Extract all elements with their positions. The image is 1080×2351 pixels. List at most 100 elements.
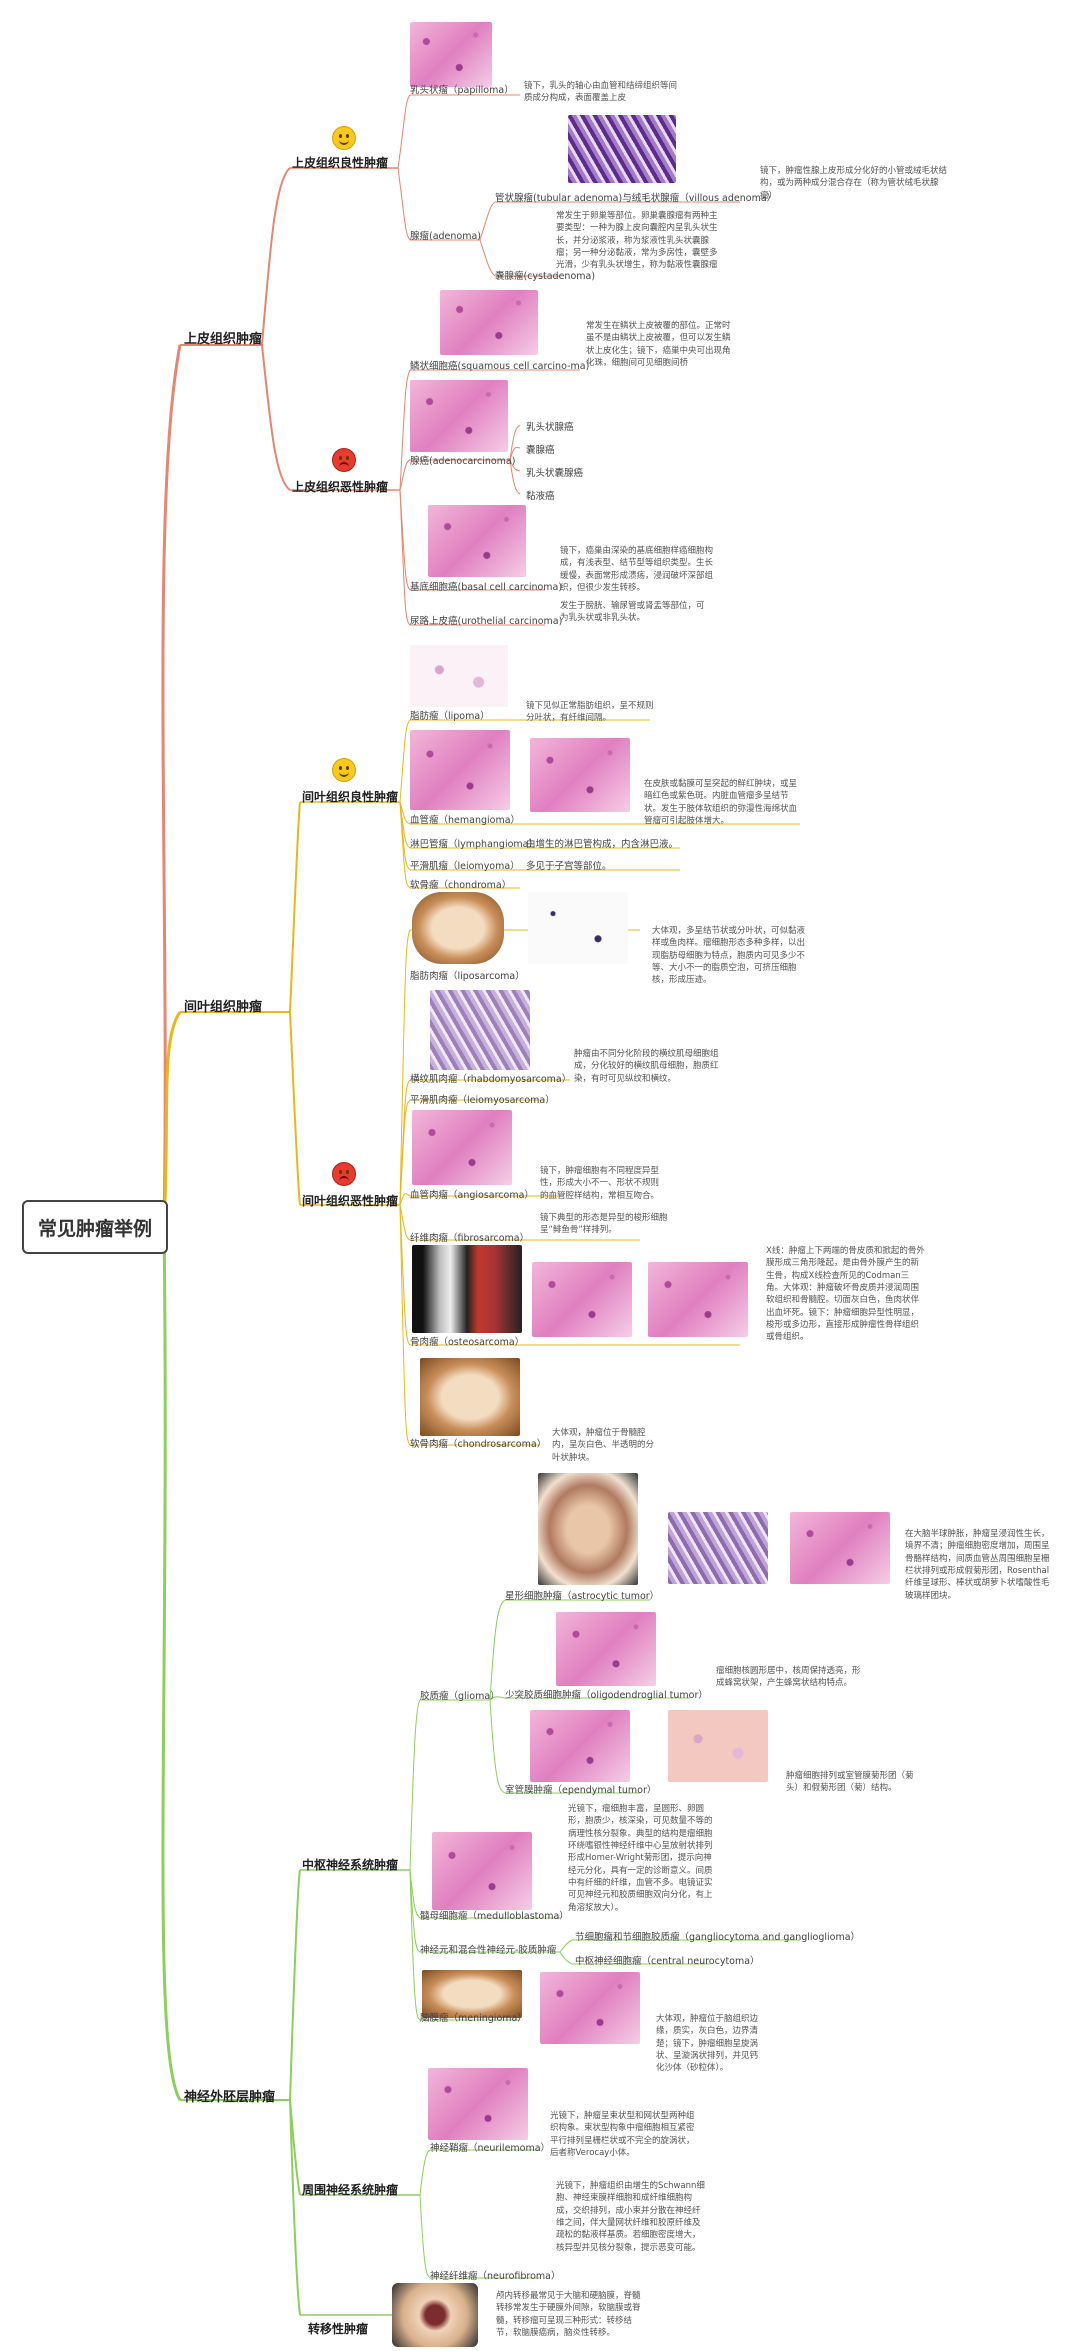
lipoma-name: 脂肪瘤（lipoma） — [410, 711, 490, 722]
gangliocytoma-name: 节细胞瘤和节细胞胶质瘤（gangliocytoma and gangliogli… — [575, 1932, 861, 1943]
scc-note: 常发生在鳞状上皮被覆的部位。正常时虽不是由鳞状上皮被覆，但可以发生鳞状上皮化生；… — [586, 321, 731, 368]
meningioma-name: 脑膜瘤（meningioma） — [420, 2013, 527, 2024]
adeno-type-1: 乳头状腺癌 — [526, 422, 574, 433]
astrocytic-gross-image — [538, 1473, 638, 1585]
chondrosarcoma-note: 大体观，肿瘤位于骨髓腔内，呈灰白色、半透明的分叶状肿块。 — [552, 1428, 655, 1463]
adenocarcinoma-image — [410, 380, 508, 452]
meningioma-gross-image — [422, 1970, 522, 2018]
papilloma-note: 镜下，乳头的轴心由血管和结缔组织等间质成分构成，表面覆盖上皮 — [524, 81, 678, 104]
urothelial-name: 尿路上皮癌(urothelial carcinoma) — [410, 616, 563, 627]
scc-name: 鳞状细胞癌(squamous cell carcino-ma) — [410, 361, 590, 372]
bcc-note: 镜下，癌巢由深染的基底细胞样癌细胞构成，有浅表型、结节型等组织类型。生长缓慢，表… — [560, 546, 714, 593]
cns-tumor-label: 中枢神经系统肿瘤 — [302, 1858, 399, 1872]
medulloblastoma-image — [432, 1832, 532, 1910]
rhabdomyosarcoma-image — [430, 990, 530, 1070]
smile-icon — [332, 126, 356, 150]
bcc-name: 基底细胞癌(basal cell carcinoma) — [410, 582, 563, 593]
meningioma-note: 大体观，肿瘤位于脑组织边缘，质实，灰白色，边界清楚；镜下，肿瘤细胞呈旋涡状、呈漩… — [656, 2014, 759, 2074]
oligodendroglial-image — [556, 1612, 656, 1686]
metastatic-note: 颅内转移最常见于大脑和硬脑膜，脊髓转移常发生于硬膜外间隙，软脑膜或脊髓，转移瘤可… — [496, 2291, 641, 2338]
metastatic-tumor-label: 转移性肿瘤 — [308, 2322, 369, 2336]
oligodendroglial-note: 瘤细胞核圆形居中，核周保持透亮，形成蜂窝状架，产生蜂窝状结构特点。 — [716, 1666, 861, 1689]
smile-icon — [332, 758, 356, 782]
leiomyosarcoma-name: 平滑肌肉瘤（leiomyosarcoma） — [410, 1095, 555, 1106]
hemangioma-name: 血管瘤（hemangioma） — [410, 815, 521, 826]
rhabdomyosarcoma-name: 横纹肌肉瘤（rhabdomyosarcoma） — [410, 1074, 572, 1085]
liposarcoma-note: 大体观，多呈结节状或分叶状，可似黏液样或鱼肉样。瘤细胞形态多种多样，以出现脂肪母… — [652, 926, 806, 986]
fibrosarcoma-note: 镜下典型的形态是异型的梭形细胞呈“鲱鱼骨”样排列。 — [540, 1213, 668, 1236]
angiosarcoma-note: 镜下，肿瘤细胞有不同程度异型性，形成大小不一、形状不规则的血管腔样结构，常相互吻… — [540, 1166, 660, 1201]
papilloma-image — [410, 22, 492, 87]
papilloma-name: 乳头状瘤（papilloma） — [410, 85, 514, 96]
astrocytic-micro-image-1 — [668, 1512, 768, 1584]
adeno-type-4: 黏液癌 — [526, 491, 555, 502]
neurilemoma-image — [428, 2068, 528, 2140]
bcc-image — [428, 505, 526, 577]
hemangioma-image-2 — [530, 738, 630, 812]
ependymal-image-1 — [530, 1710, 630, 1782]
central-neurocytoma-name: 中枢神经细胞瘤（central neurocytoma） — [575, 1956, 760, 1967]
astrocytic-name: 星形细胞肿瘤（astrocytic tumor） — [505, 1591, 660, 1602]
angiosarcoma-name: 血管肉瘤（angiosarcoma） — [410, 1190, 534, 1201]
angry-icon — [332, 1162, 356, 1186]
urothelial-note: 发生于膀胱、输尿管或肾盂等部位，可为乳头状或非乳头状。 — [560, 601, 705, 624]
liposarcoma-gross-image — [412, 892, 504, 964]
mesenchymal-malignant-label: 间叶组织恶性肿瘤 — [302, 1194, 399, 1208]
mixed-neuronal-name: 神经元和混合性神经元-胶质肿瘤 — [420, 1945, 557, 1956]
hemangioma-image-1 — [410, 730, 510, 810]
neurilemoma-note: 光镜下，肿瘤呈束状型和网状型两种组织构象。束状型构象中瘤细胞相互紧密平行排列呈栅… — [550, 2111, 695, 2158]
rhabdomyosarcoma-note: 肿瘤由不同分化阶段的横纹肌母细胞组成，分化较好的横纹肌母细胞，胞质红染，有时可见… — [574, 1049, 719, 1084]
epithelial-tumor-label: 上皮组织肿瘤 — [184, 332, 263, 347]
osteosarcoma-name: 骨肉瘤（osteosarcoma） — [410, 1337, 525, 1348]
astrocytic-note: 在大脑半球肿胀，肿瘤呈浸润性生长，境界不清；肿瘤细胞密度增加，周围呈骨骼样结构，… — [905, 1529, 1050, 1601]
neurofibroma-name: 神经纤维瘤（neurofibroma） — [430, 2271, 561, 2282]
ependymal-image-2 — [668, 1710, 768, 1782]
neurilemoma-name: 神经鞘瘤（neurilemoma） — [430, 2143, 551, 2154]
lipoma-image — [410, 645, 508, 707]
epithelial-benign-label: 上皮组织良性肿瘤 — [292, 156, 389, 170]
osteosarcoma-micro-image-2 — [648, 1262, 748, 1337]
chondroma-name: 软骨瘤（chondroma） — [410, 880, 512, 891]
angiosarcoma-image — [412, 1110, 512, 1185]
ependymal-note: 肿瘤细胞排列或室管膜菊形团（菊头）和假菊形团（菊）结构。 — [786, 1771, 914, 1794]
chondrosarcoma-name: 软骨肉瘤（chondrosarcoma） — [410, 1439, 547, 1450]
neurofibroma-note: 光镜下，肿瘤组织由增生的Schwann细胞、神经束膜样细胞和成纤维细胞构成，交织… — [556, 2181, 705, 2253]
osteosarcoma-xray-image — [412, 1245, 522, 1333]
medulloblastoma-name: 髓母细胞瘤（medulloblastoma） — [420, 1911, 569, 1922]
cystadenoma-note: 常发生于卵巢等部位。卵巢囊腺瘤有两种主要类型：一种为腺上皮向囊腔内呈乳头状生长，… — [556, 211, 718, 271]
lymphangioma-name: 淋巴管瘤（lymphangioma） — [410, 839, 538, 850]
mesenchymal-benign-label: 间叶组织良性肿瘤 — [302, 790, 399, 804]
osteosarcoma-note: X线：肿瘤上下两端的骨皮质和掀起的骨外膜形成三角形隆起，是由骨外膜产生的新生骨，… — [766, 1246, 925, 1343]
lipoma-note: 镜下见似正常脂肪组织，呈不规则分叶状，有纤维间隔。 — [526, 701, 654, 724]
osteosarcoma-micro-image-1 — [532, 1262, 632, 1337]
cystadenoma-name: 囊腺瘤(cystadenoma) — [495, 271, 596, 282]
astrocytic-micro-image-2 — [790, 1512, 890, 1584]
liposarcoma-micro-image — [528, 892, 628, 964]
tubular-adenoma-name: 管状腺瘤(tubular adenoma)与绒毛状腺瘤（villous aden… — [495, 193, 777, 204]
fibrosarcoma-name: 纤维肉瘤（fibrosarcoma） — [410, 1233, 530, 1244]
liposarcoma-name: 脂肪肉瘤（liposarcoma） — [410, 971, 525, 982]
adenoma-name: 腺瘤(adenoma) — [410, 231, 482, 242]
medulloblastoma-note: 光镜下，瘤细胞丰富，呈圆形、卵圆形，胞质少，核深染，可见数量不等的病理性核分裂象… — [568, 1804, 713, 1913]
adeno-type-2: 囊腺癌 — [526, 445, 555, 456]
ependymal-name: 室管膜肿瘤（ependymal tumor） — [505, 1785, 657, 1796]
angry-icon — [332, 448, 356, 472]
leiomyoma-name: 平滑肌瘤（leiomyoma） — [410, 861, 520, 872]
neuro-tumor-label: 神经外胚层肿瘤 — [184, 2090, 276, 2105]
scc-image — [440, 290, 538, 355]
hemangioma-note: 在皮肤或黏膜可呈突起的鲜红肿块，或呈暗红色或紫色斑。内脏血管瘤多呈结节状。发生于… — [644, 779, 798, 826]
mesenchymal-tumor-label: 间叶组织肿瘤 — [184, 1000, 263, 1015]
root-title: 常见肿瘤举例 — [22, 1200, 168, 1254]
lymphangioma-note: 由增生的淋巴管构成，内含淋巴液。 — [526, 839, 679, 850]
tubular-adenoma-image — [568, 115, 676, 183]
tubular-adenoma-note: 镜下，肿瘤性腺上皮形成分化好的小管或绒毛状结构，或为两种成分混合存在（称为管状绒… — [760, 166, 948, 201]
metastatic-image — [392, 2283, 478, 2347]
epithelial-malignant-label: 上皮组织恶性肿瘤 — [292, 480, 389, 494]
meningioma-micro-image — [540, 1972, 640, 2044]
oligodendroglial-name: 少突胶质细胞肿瘤（oligodendroglial tumor） — [505, 1690, 708, 1701]
adenocarcinoma-name: 腺癌(adenocarcinoma) — [410, 456, 516, 467]
pns-tumor-label: 周围神经系统肿瘤 — [302, 2183, 399, 2197]
adeno-type-3: 乳头状囊腺癌 — [526, 468, 584, 479]
leiomyoma-note: 多见于子宫等部位。 — [526, 861, 612, 872]
